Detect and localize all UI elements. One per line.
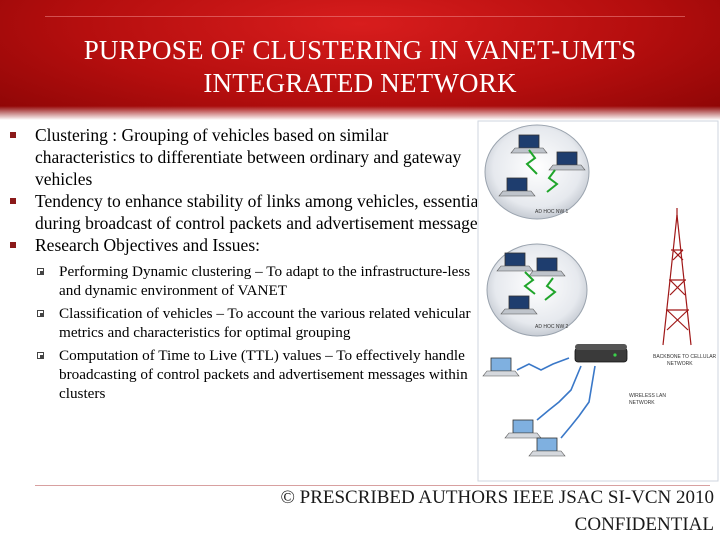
square-bullet-icon (10, 132, 16, 138)
wireless-link-icon (546, 169, 559, 193)
footer-rule (35, 485, 710, 486)
square-bullet-icon (10, 198, 16, 204)
backbone-label: BACKBONE TO CELLULAR (653, 354, 717, 360)
sub-bullet-text: Computation of Time to Live (TTL) values… (59, 347, 468, 402)
title-rule (45, 16, 685, 17)
network-diagram: AD HOC NW 1 AD HOC NW 2 (477, 120, 719, 482)
title-line-1: PURPOSE OF CLUSTERING IN VANET-UMTS (83, 35, 637, 65)
hollow-square-bullet-icon (37, 352, 44, 359)
sub-bullet-text: Performing Dynamic clustering – To adapt… (59, 263, 471, 299)
copyright-notice: © PRESCRIBED AUTHORS IEEE JSAC SI-VCN 20… (280, 487, 714, 508)
laptop-icon (500, 295, 538, 315)
bullet-item: Research Objectives and Issues: Performi… (10, 234, 488, 403)
cell-tower-icon (662, 208, 692, 346)
bullet-item: Clustering : Grouping of vehicles based … (10, 124, 488, 190)
square-bullet-icon (10, 242, 16, 248)
wlan-label: NETWORK (629, 400, 655, 406)
adhoc-1-label: AD HOC NW 1 (535, 209, 569, 215)
laptop-icon (496, 252, 534, 272)
adhoc-2-label: AD HOC NW 2 (535, 324, 569, 330)
title-line-2: INTEGRATED NETWORK (203, 68, 517, 98)
sub-bullet-item: Performing Dynamic clustering – To adapt… (35, 262, 488, 300)
hollow-square-bullet-icon (37, 268, 44, 275)
router-icon (574, 344, 628, 363)
hollow-square-bullet-icon (37, 310, 44, 317)
laptop-icon (510, 134, 548, 154)
bullet-text: Research Objectives and Issues: (35, 235, 260, 255)
network-diagram-svg: AD HOC NW 1 AD HOC NW 2 (477, 120, 719, 482)
wireless-link-icon (516, 357, 570, 371)
sub-bullet-item: Computation of Time to Live (TTL) values… (35, 346, 488, 403)
bullet-item: Tendency to enhance stability of links a… (10, 190, 488, 234)
wireless-link-icon (536, 365, 582, 421)
laptop-icon (548, 151, 586, 171)
slide-title: PURPOSE OF CLUSTERING IN VANET-UMTS INTE… (30, 34, 690, 100)
wireless-link-icon (544, 277, 557, 301)
adhoc-network-1: AD HOC NW 1 (484, 124, 590, 220)
sub-bullet-item: Classification of vehicles – To account … (35, 304, 488, 342)
wireless-link-icon (523, 271, 536, 295)
title-banner (0, 0, 720, 120)
bullet-text: Tendency to enhance stability of links a… (35, 191, 485, 233)
laptop-icon (528, 437, 566, 457)
laptop-icon (498, 177, 536, 197)
laptop-icon (482, 357, 520, 377)
laptop-icon (528, 257, 566, 277)
wireless-link-icon (525, 149, 538, 175)
wireless-lan-network: WIRELESS LAN NETWORK (482, 344, 666, 457)
confidential-label: CONFIDENTIAL (574, 514, 714, 535)
bullet-list: Clustering : Grouping of vehicles based … (10, 124, 488, 407)
wlan-label: WIRELESS LAN (629, 393, 666, 399)
backbone-label: NETWORK (667, 361, 693, 367)
sub-bullet-list: Performing Dynamic clustering – To adapt… (35, 262, 488, 403)
adhoc-network-2: AD HOC NW 2 (486, 243, 588, 337)
sub-bullet-text: Classification of vehicles – To account … (59, 305, 471, 341)
wireless-link-icon (560, 365, 596, 439)
laptop-icon (504, 419, 542, 439)
bullet-text: Clustering : Grouping of vehicles based … (35, 125, 462, 189)
